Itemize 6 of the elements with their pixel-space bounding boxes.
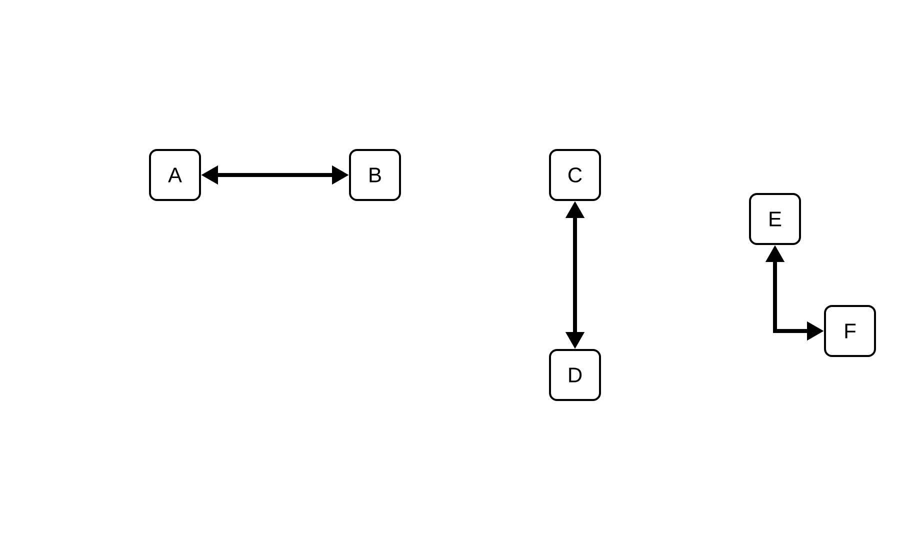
node-box: C bbox=[549, 149, 601, 201]
node-box: F bbox=[824, 305, 876, 357]
node-box: D bbox=[549, 349, 601, 401]
node-box: E bbox=[749, 193, 801, 245]
node-box: A bbox=[149, 149, 201, 201]
node-box: B bbox=[349, 149, 401, 201]
